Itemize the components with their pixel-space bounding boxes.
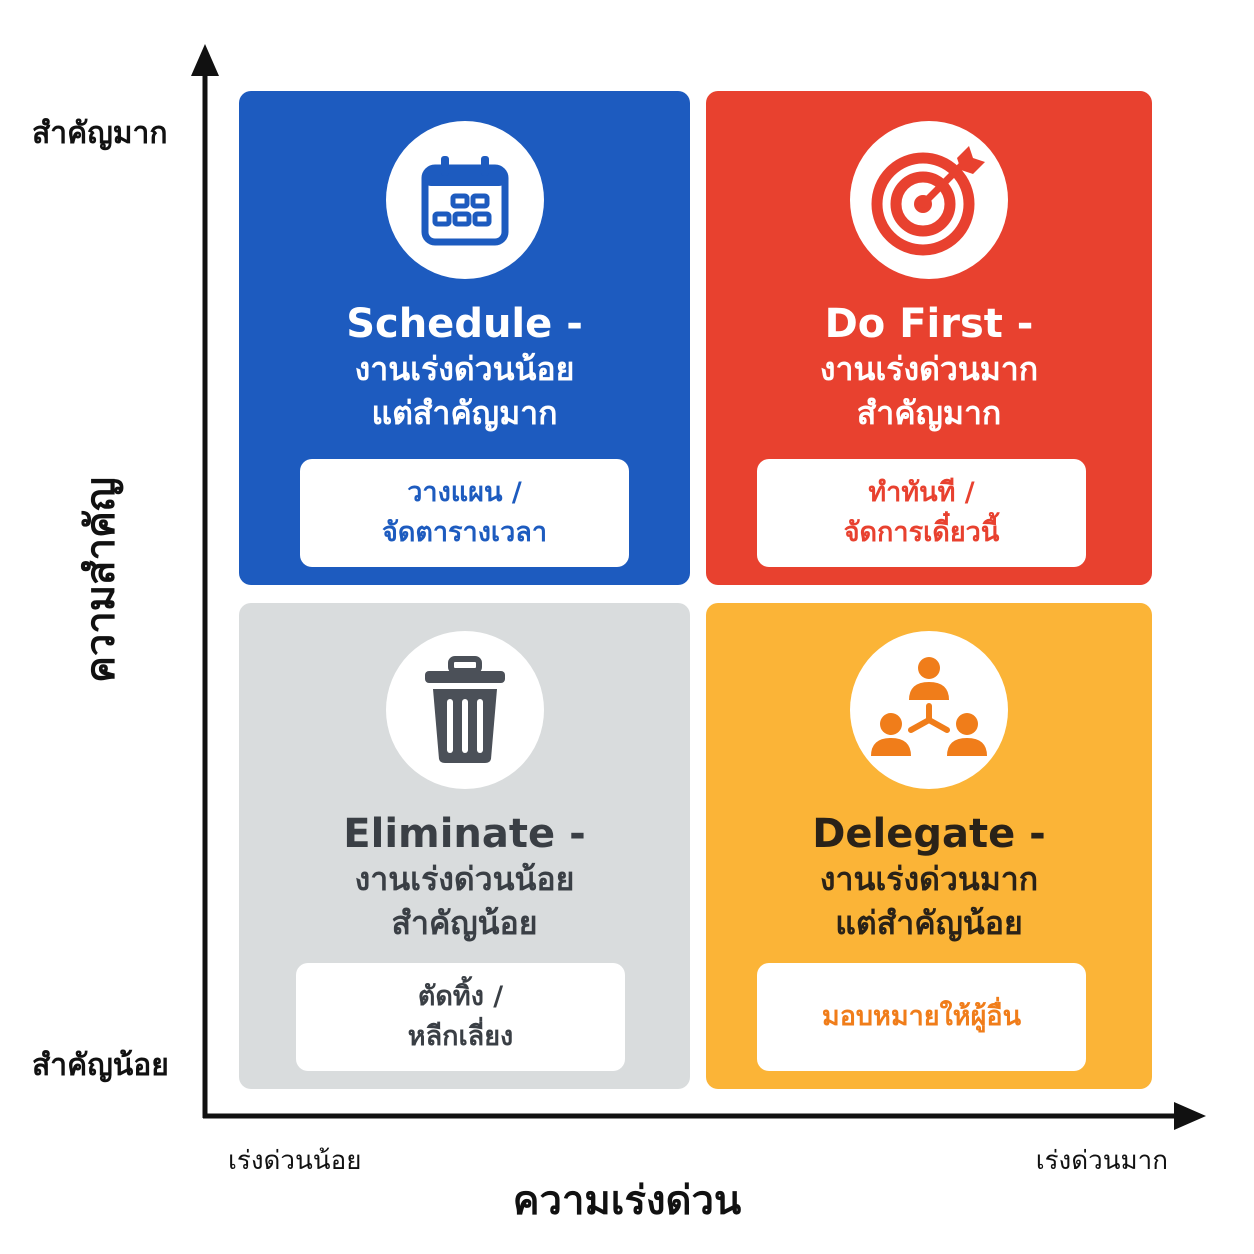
eliminate-action-line-2: หลีกเลี่ยง <box>407 1021 514 1052</box>
quadrant-schedule: Schedule - งานเร่งด่วนน้อย แต่สำคัญมาก ว… <box>239 91 690 585</box>
do-first-icon-badge <box>850 121 1008 279</box>
do-first-line-1: งานเร่งด่วนมาก <box>819 350 1039 388</box>
delegate-line-1: งานเร่งด่วนมาก <box>819 860 1039 898</box>
delegate-icon-badge <box>850 631 1008 789</box>
y-axis-title: ความสำคัญ <box>78 477 124 683</box>
do-first-action-line-2: จัดการเดี๋ยวนี้ <box>843 517 1000 548</box>
trash-icon <box>424 656 505 763</box>
team-delegate-icon <box>871 657 987 756</box>
target-icon <box>871 146 985 256</box>
do-first-action-line-1: ทำทันที / <box>868 477 975 508</box>
calendar-icon <box>421 156 508 246</box>
y-axis-arrowhead <box>191 44 219 76</box>
eliminate-icon-badge <box>385 631 544 789</box>
y-axis-low-label: สำคัญน้อย <box>32 1048 169 1083</box>
eliminate-title: Eliminate - <box>343 811 586 857</box>
do-first-title: Do First - <box>824 301 1034 347</box>
eliminate-action-line-1: ตัดทิ้ง / <box>417 981 504 1012</box>
delegate-title: Delegate - <box>812 811 1046 857</box>
y-axis-high-label: สำคัญมาก <box>32 116 168 151</box>
schedule-icon-badge <box>385 121 544 279</box>
quadrant-eliminate: Eliminate - งานเร่งด่วนน้อย สำคัญน้อย ตั… <box>239 603 690 1089</box>
schedule-action-line-1: วางแผน / <box>407 477 522 508</box>
schedule-action-line-2: จัดตารางเวลา <box>382 517 547 548</box>
eliminate-action-box: ตัดทิ้ง / หลีกเลี่ยง <box>296 963 625 1071</box>
x-axis-title: ความเร่งด่วน <box>512 1178 742 1224</box>
schedule-title: Schedule - <box>346 301 583 347</box>
x-axis-arrowhead <box>1174 1102 1206 1130</box>
delegate-action-box: มอบหมายให้ผู้อื่น <box>757 963 1086 1071</box>
eliminate-line-1: งานเร่งด่วนน้อย <box>354 860 575 898</box>
x-axis-low-label: เร่งด่วนน้อย <box>228 1146 362 1176</box>
quadrant-delegate: Delegate - งานเร่งด่วนมาก แต่สำคัญน้อย ม… <box>706 603 1152 1089</box>
do-first-line-2: สำคัญมาก <box>856 394 1002 432</box>
eliminate-line-2: สำคัญน้อย <box>391 904 538 942</box>
quadrant-do-first: Do First - งานเร่งด่วนมาก สำคัญมาก ทำทัน… <box>706 91 1152 585</box>
delegate-action-line-1: มอบหมายให้ผู้อื่น <box>821 1001 1022 1032</box>
x-axis-high-label: เร่งด่วนมาก <box>1035 1146 1168 1176</box>
do-first-action-box: ทำทันที / จัดการเดี๋ยวนี้ <box>757 459 1086 567</box>
schedule-action-box: วางแผน / จัดตารางเวลา <box>300 459 629 567</box>
schedule-line-1: งานเร่งด่วนน้อย <box>354 350 575 388</box>
schedule-line-2: แต่สำคัญมาก <box>371 394 558 432</box>
delegate-line-2: แต่สำคัญน้อย <box>835 904 1023 942</box>
